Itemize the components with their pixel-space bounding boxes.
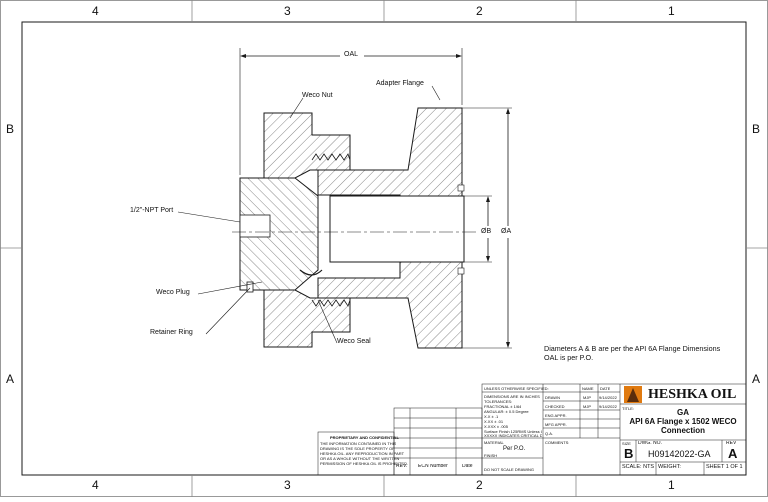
tb-four-place: X.XXX ± .005 xyxy=(484,424,508,429)
tb-title-label: TITLE: xyxy=(622,406,635,411)
tb-dims: DIMENSIONS ARE IN INCHES xyxy=(484,394,540,399)
company-name: HESHKA OIL xyxy=(648,387,737,402)
note-line-2: OAL is per P.O. xyxy=(544,353,594,362)
tb-comments: COMMENTS: xyxy=(545,440,570,445)
leaders xyxy=(177,85,441,344)
zone-left-a: A xyxy=(6,372,15,386)
tb-do-not-scale: DO NOT SCALE DRAWING xyxy=(484,467,535,472)
ecn-col-header: ECN Number xyxy=(418,464,448,469)
npt-port-bore xyxy=(239,214,271,238)
title-line-3: Connection xyxy=(661,426,705,435)
tb-sheet: SHEET 1 OF 1 xyxy=(706,464,743,470)
tb-drawn-name: MJP xyxy=(583,395,591,400)
tb-drawn: DRAWN xyxy=(545,395,560,400)
proprietary-line-3: HESHKA OIL. ANY REPRODUCTION IN PART xyxy=(320,451,405,456)
zone-top-2: 2 xyxy=(476,4,483,18)
tb-tol: TOLERANCES: xyxy=(484,399,513,404)
title-line-2: API 6A Flange x 1502 WECO xyxy=(629,417,737,426)
tb-checked-name: MJP xyxy=(583,404,591,409)
weco-seal-label: Weco Seal xyxy=(337,338,371,345)
tb-two-place: X.X ± .1 xyxy=(484,414,499,419)
tb-drawn-date: 9/14/2022 xyxy=(599,395,617,400)
proprietary-line-4: OR AS A WHOLE WITHOUT THE WRITTEN xyxy=(320,456,400,461)
tb-rev-label: REV xyxy=(726,441,737,446)
tb-finish-label: FINISH xyxy=(484,453,498,458)
retainer-ring-label: Retainer Ring xyxy=(150,329,193,336)
oal-label: OAL xyxy=(344,51,359,58)
proprietary-line-1: THE INFORMATION CONTAINED IN THIS xyxy=(320,441,397,446)
adapter-flange xyxy=(317,107,463,349)
tb-unless: UNLESS OTHERWISE SPECIFIED: xyxy=(484,386,549,391)
zone-bottom-4: 4 xyxy=(92,478,99,492)
weco-seal xyxy=(299,269,323,276)
date-col-header: Date xyxy=(462,464,473,469)
zone-right-a: A xyxy=(752,372,761,386)
tb-eng-appr: ENG APPR. xyxy=(545,413,567,418)
zone-bottom-2: 2 xyxy=(476,478,483,492)
drawing-number: H09142022-GA xyxy=(648,449,711,459)
zone-top-4: 4 xyxy=(92,4,99,18)
weco-nut-label: Weco Nut xyxy=(302,92,333,99)
adapter-flange-label: Adapter Flange xyxy=(376,80,424,87)
zone-top-1: 1 xyxy=(668,4,675,18)
title-block-lines xyxy=(317,383,747,476)
zone-bottom-1: 1 xyxy=(668,478,675,492)
npt-port-label: 1/2"-NPT Port xyxy=(130,207,174,214)
tb-name-header: NAME xyxy=(582,386,594,391)
dia-b-label: ØB xyxy=(480,228,493,235)
tb-checked-date: 9/14/2022 xyxy=(599,404,617,409)
weco-nut-upper xyxy=(263,112,351,179)
zone-right-b: B xyxy=(752,122,761,136)
revision-letter: A xyxy=(728,446,738,461)
tb-three-place: X.XX ± .01 xyxy=(484,419,504,424)
drawing-title: GA API 6A Flange x 1502 WECO Connection xyxy=(620,408,746,435)
sheet-size: B xyxy=(624,446,634,461)
tb-fractional: FRACTIONAL ± 1/64 xyxy=(484,404,522,409)
tb-qa: Q.A. xyxy=(545,431,554,436)
tb-critical: XXXXX INDICATES CRITICAL DIMENSION TO BE… xyxy=(484,433,542,438)
tb-size-label: SIZE xyxy=(622,441,631,446)
dia-a-label: ØA xyxy=(500,228,513,235)
tb-mfg-appr: MFG APPR. xyxy=(545,422,567,427)
retainer-ring xyxy=(246,281,254,293)
thread-upper xyxy=(311,153,351,161)
tb-checked: CHECKED xyxy=(545,404,565,409)
note-line-1: Diameters A & B are per the API 6A Flang… xyxy=(544,344,721,353)
tb-material: Per P.O. xyxy=(503,446,526,452)
tb-scale: SCALE: NTS xyxy=(622,464,655,470)
title-line-1: GA xyxy=(677,408,689,417)
weco-plug-label: Weco Plug xyxy=(156,289,190,296)
rev-col-header: REV. xyxy=(396,464,408,469)
tb-date-header: DATE xyxy=(600,386,611,391)
zone-top-3: 3 xyxy=(284,4,291,18)
weco-plug xyxy=(239,177,319,291)
tb-material-label: MATERIAL xyxy=(484,440,504,445)
proprietary-title: PROPRIETARY AND CONFIDENTIAL xyxy=(330,435,399,440)
weco-nut-lower xyxy=(263,289,351,348)
zone-left-b: B xyxy=(6,122,15,136)
flange-bore xyxy=(329,195,465,263)
zone-bottom-3: 3 xyxy=(284,478,291,492)
tb-surface: Surface Finish 125RMS Unless Otherwise S… xyxy=(484,429,542,434)
tb-angular: ANGULAR: ± 0.5 Degree xyxy=(484,409,529,414)
proprietary-line-2: DRAWING IS THE SOLE PROPERTY OF xyxy=(320,446,395,451)
heshka-logo xyxy=(624,386,642,403)
tb-dwg-label: DWG. NO. xyxy=(638,441,662,446)
tb-weight: WEIGHT: xyxy=(658,464,681,470)
proprietary-line-5: PERMISSION OF HESHKA OIL IS PROHIBITED. xyxy=(320,461,409,466)
